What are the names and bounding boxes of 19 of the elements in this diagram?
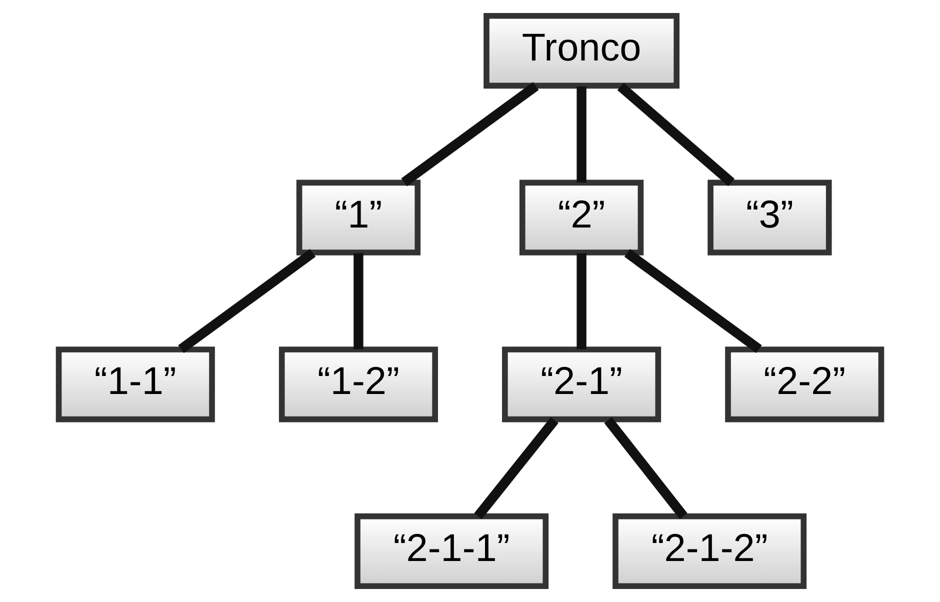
connector (576, 253, 586, 350)
connector (604, 417, 688, 520)
connector (624, 248, 762, 354)
node-box: “2” (519, 180, 644, 256)
node-box: “2-1-1” (354, 513, 549, 590)
connector (354, 253, 364, 350)
connector (401, 82, 539, 186)
node-box: “3” (708, 180, 832, 256)
connector (617, 82, 735, 186)
node-box: “1-2” (278, 346, 438, 422)
node-box: “2-2” (725, 346, 884, 422)
node-box: “1-1” (56, 346, 215, 422)
node-box: Tronco (484, 12, 680, 89)
node-box: “2-1-2” (612, 513, 807, 590)
connector (576, 86, 586, 182)
connector (474, 417, 558, 520)
node-box: “2-1” (502, 346, 662, 422)
connector (178, 248, 316, 354)
node-box: “1” (296, 180, 421, 256)
